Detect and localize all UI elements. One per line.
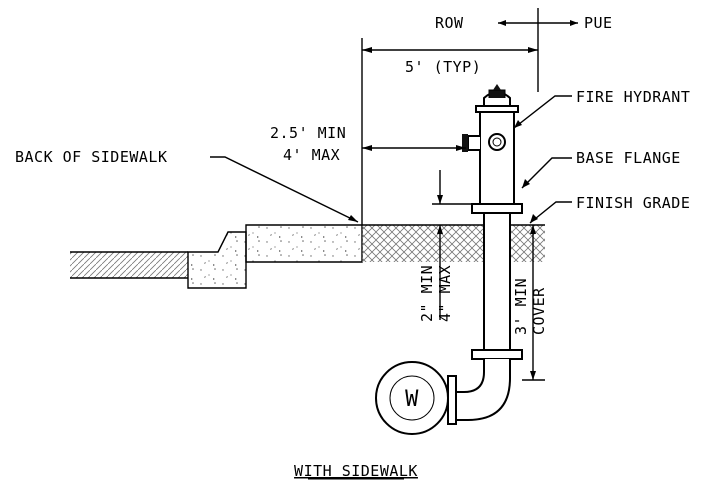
base-flange-label: BASE FLANGE bbox=[576, 149, 681, 167]
arrow-left-icon bbox=[362, 47, 372, 53]
flange-max-label: 4" MAX bbox=[436, 265, 454, 322]
finish-grade-leader bbox=[529, 201, 572, 224]
pumper-nozzle-inner-icon bbox=[492, 137, 502, 147]
elbow-flange bbox=[447, 375, 457, 425]
finish-grade-label: FINISH GRADE bbox=[576, 194, 690, 212]
leader-arrow-icon bbox=[522, 179, 530, 188]
drawing-caption: WITH SIDEWALK bbox=[294, 462, 418, 480]
cover-dimension-text: 3' MIN COVER bbox=[512, 278, 548, 335]
cover-min-label: 3' MIN bbox=[512, 278, 530, 335]
gate-valve-inner bbox=[389, 375, 435, 421]
arrow-left-icon bbox=[498, 20, 506, 26]
leader-arrow-icon bbox=[348, 215, 358, 222]
fire-hydrant-leader bbox=[513, 95, 572, 129]
base-flange-leader bbox=[521, 157, 572, 189]
valve-symbol: W bbox=[405, 387, 419, 412]
flange-min-label: 2" MIN bbox=[418, 265, 436, 322]
hydrant-barrel bbox=[479, 105, 515, 207]
flange-dimension-text: 2" MIN 4" MAX bbox=[418, 265, 454, 322]
row-label: ROW bbox=[435, 14, 464, 32]
side-nozzle-cap-icon bbox=[462, 134, 468, 152]
arrow-right-icon bbox=[456, 145, 466, 151]
side-nozzle bbox=[467, 135, 480, 151]
arrow-left-icon bbox=[362, 145, 372, 151]
typ-dimension-label: 5' (TYP) bbox=[405, 58, 481, 76]
operating-nut-top-icon bbox=[493, 84, 501, 90]
soil-hatch bbox=[362, 225, 545, 262]
leader-arrow-icon bbox=[530, 214, 538, 223]
cover-label: COVER bbox=[530, 287, 548, 335]
lower-flange bbox=[471, 349, 523, 360]
hydrant-bonnet-ring bbox=[475, 105, 519, 113]
back-of-sidewalk-label: BACK OF SIDEWALK bbox=[15, 148, 168, 166]
road-pavement bbox=[70, 252, 188, 278]
arrow-up-icon bbox=[437, 225, 443, 234]
pumper-nozzle-icon bbox=[488, 133, 506, 151]
arrow-right-icon bbox=[570, 20, 578, 26]
arrow-up-icon bbox=[530, 225, 536, 234]
pue-label: PUE bbox=[584, 14, 613, 32]
leader-arrow-icon bbox=[514, 120, 522, 128]
road-edge-lines bbox=[70, 251, 188, 279]
hydrant-elbow bbox=[455, 359, 511, 421]
sidewalk bbox=[245, 224, 363, 263]
arrow-right-icon bbox=[528, 47, 538, 53]
arrow-down-icon bbox=[437, 195, 443, 204]
arrow-down-icon bbox=[530, 371, 536, 380]
gate-valve bbox=[375, 361, 449, 435]
fire-hydrant-label: FIRE HYDRANT bbox=[576, 88, 690, 106]
offset-max-label: 4' MAX bbox=[283, 146, 340, 164]
operating-nut-icon bbox=[488, 89, 506, 98]
hydrant-lower-barrel bbox=[483, 212, 511, 352]
offset-min-label: 2.5' MIN bbox=[270, 124, 346, 142]
curb bbox=[187, 231, 247, 289]
base-flange bbox=[471, 203, 523, 214]
back-of-sidewalk-leader bbox=[210, 156, 359, 223]
